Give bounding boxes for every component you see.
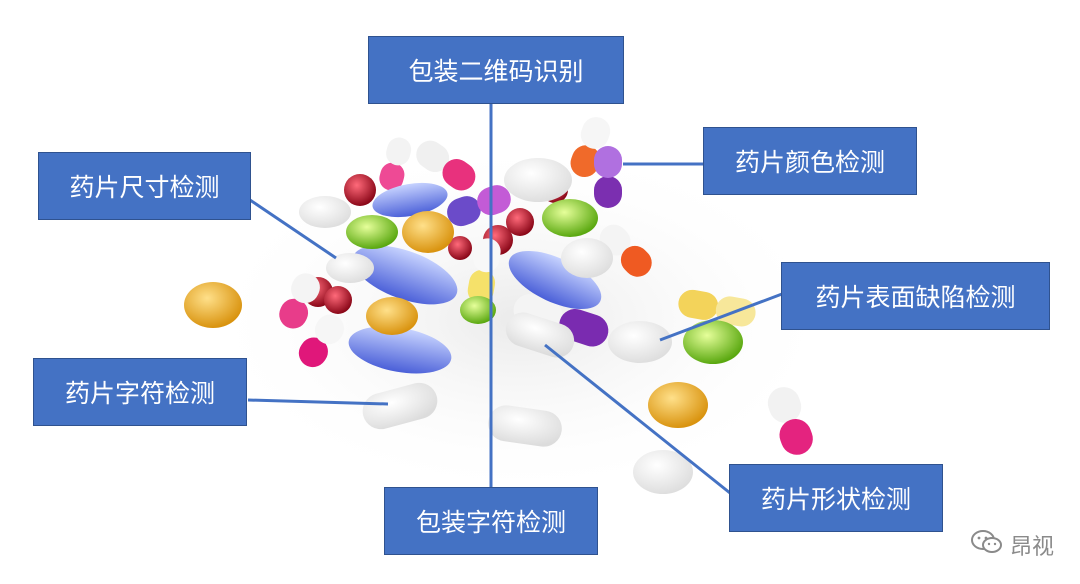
label-package-character: 包装字符检测: [384, 487, 598, 555]
label-tablet-color: 药片颜色检测: [703, 127, 917, 195]
connector-surface-defect: [659, 292, 783, 342]
label-tablet-character: 药片字符检测: [33, 358, 247, 426]
label-tablet-size: 药片尺寸检测: [38, 152, 251, 220]
orange-round-tablets: [184, 211, 708, 428]
watermark: 昂视: [970, 528, 1054, 562]
connector-tablet-character: [247, 398, 389, 406]
label-package-qr: 包装二维码识别: [368, 36, 624, 104]
pink-white-capsules: [279, 117, 813, 455]
connector-tablet-shape: [544, 343, 731, 495]
connector-lines: [247, 104, 783, 495]
wechat-icon: [970, 528, 1004, 562]
blue-gel-capsules: [348, 182, 602, 374]
green-gel-pills: [346, 199, 743, 364]
label-surface-defect: 药片表面缺陷检测: [781, 262, 1050, 330]
watermark-text: 昂视: [1009, 535, 1054, 560]
connector-tablet-size: [249, 198, 337, 260]
white-tablets: [299, 158, 693, 494]
label-tablet-shape: 药片形状检测: [729, 464, 943, 532]
